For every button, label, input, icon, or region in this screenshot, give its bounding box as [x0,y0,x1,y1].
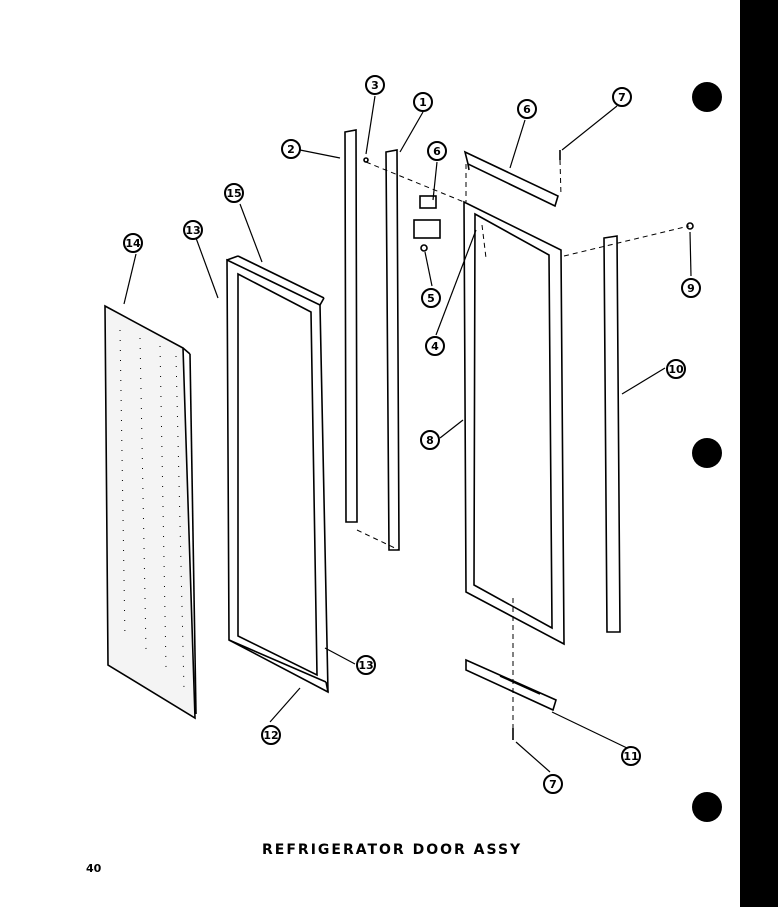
upper-hinge-bracket [463,150,559,208]
callout-13-upper: 13 [183,220,203,240]
page-title: REFRIGERATOR DOOR ASSY [262,842,523,858]
door-frame [226,255,329,694]
svg-text:10: 10 [668,363,684,376]
svg-text:6: 6 [433,145,441,158]
callout-11: 11 [621,746,641,766]
callouts: 1 2 3 4 5 6 6 7 [123,75,701,794]
binder-hole-top [692,82,722,112]
callout-10: 10 [666,359,686,379]
callout-6-upper-bracket: 6 [517,99,537,119]
svg-text:6: 6 [523,103,531,116]
svg-text:7: 7 [618,91,626,104]
callout-7-bottom: 7 [543,774,563,794]
svg-text:5: 5 [427,292,435,305]
callout-2: 2 [281,139,301,159]
screw-part-3 [363,157,369,163]
callout-15: 15 [224,183,244,203]
svg-text:8: 8 [426,434,434,447]
callout-5: 5 [421,288,441,308]
svg-text:4: 4 [431,340,439,353]
strip-part-2 [344,129,358,523]
callout-13-lower: 13 [356,655,376,675]
callout-8: 8 [420,430,440,450]
binder-edge [740,0,778,907]
svg-text:13: 13 [358,659,373,672]
callout-12: 12 [261,725,281,745]
binder-hole-bottom [692,792,722,822]
strip-part-1 [385,149,400,551]
callout-7-top: 7 [612,87,632,107]
svg-text:13: 13 [185,224,200,237]
outer-door-panel [104,304,197,720]
svg-text:14: 14 [125,237,141,250]
bracket-part-5 [413,195,441,252]
callout-14: 14 [123,233,143,253]
svg-text:12: 12 [263,729,278,742]
svg-text:2: 2 [287,143,295,156]
svg-text:9: 9 [687,282,695,295]
door-liner [463,200,565,646]
svg-text:11: 11 [623,750,638,763]
callout-4: 4 [425,336,445,356]
alignment-lines [356,159,690,728]
lower-hinge-bracket [465,658,557,712]
leader-lines [123,95,692,773]
svg-text:3: 3 [371,79,379,92]
svg-text:7: 7 [549,778,557,791]
callout-6-small-bracket: 6 [427,141,447,161]
callout-9: 9 [681,278,701,298]
page-number: 40 [86,862,102,875]
side-strip-part-10 [603,235,621,633]
svg-text:15: 15 [226,187,241,200]
svg-text:1: 1 [419,96,427,109]
callout-3: 3 [365,75,385,95]
binder-hole-middle [692,438,722,468]
callout-1: 1 [413,92,433,112]
